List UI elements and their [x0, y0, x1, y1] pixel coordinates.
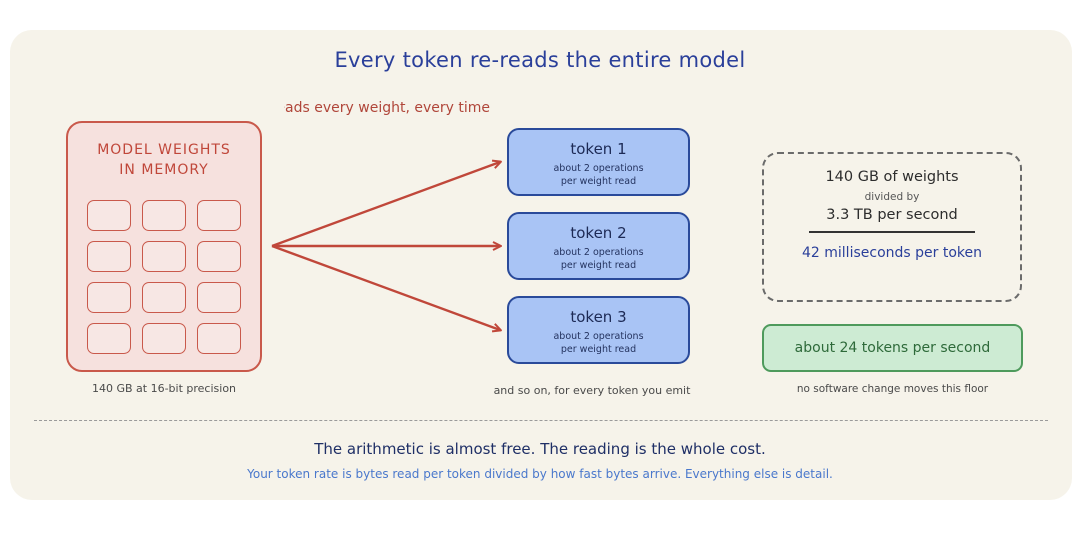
- weight-cell: [197, 323, 241, 354]
- weight-cell: [142, 323, 186, 354]
- model-weights-title: MODEL WEIGHTS IN MEMORY: [97, 142, 231, 178]
- tokens-caption-text: and so on, for every token you emit: [493, 384, 691, 397]
- weight-cell: [87, 241, 131, 272]
- token-detail: about 2 operations per weight read: [553, 163, 644, 187]
- arrow-to-token-1: [271, 159, 502, 248]
- token-name: token 1: [570, 140, 627, 158]
- token-name: token 3: [570, 308, 627, 326]
- footer-detail: Your token rate is bytes read per token …: [247, 467, 833, 481]
- arrow-annotation: reads every weight, every time: [284, 100, 490, 116]
- calc-denominator: 3.3 TB per second: [826, 207, 958, 223]
- token-detail: about 2 operations per weight read: [553, 247, 644, 271]
- weight-cell: [197, 200, 241, 231]
- token-rate-box: about 24 tokens per second: [762, 324, 1023, 372]
- rate-caption: no software change moves this floor: [796, 383, 989, 395]
- footer-headline: The arithmetic is almost free. The readi…: [314, 440, 766, 458]
- weight-cell: [142, 200, 186, 231]
- diagram-title: Every token re-reads the entire model: [334, 48, 746, 72]
- token-name: token 2: [570, 224, 627, 242]
- token-detail: about 2 operations per weight read: [553, 331, 644, 355]
- token-box-2: token 2 about 2 operations per weight re…: [507, 212, 690, 280]
- footer-divider: [34, 420, 1048, 421]
- weight-cell: [142, 241, 186, 272]
- weight-cell: [87, 323, 131, 354]
- weight-cell: [87, 200, 131, 231]
- token-box-1: token 1 about 2 operations per weight re…: [507, 128, 690, 196]
- arrow-to-token-3: [271, 244, 502, 333]
- weight-cell: [87, 282, 131, 313]
- memory-caption: 140 GB at 16-bit precision: [91, 382, 237, 395]
- tokens-caption: and so on, for every token you emit: [492, 384, 698, 397]
- weight-cell: [142, 282, 186, 313]
- fraction-rule: [809, 231, 975, 233]
- weight-cell: [197, 282, 241, 313]
- calc-numerator: 140 GB of weights: [825, 169, 959, 185]
- calc-operator: divided by: [864, 191, 920, 203]
- weight-cell: [197, 241, 241, 272]
- calculation-box: 140 GB of weights divided by 3.3 TB per …: [762, 152, 1022, 302]
- calc-result: 42 milliseconds per token: [802, 244, 982, 261]
- token-box-3: token 3 about 2 operations per weight re…: [507, 296, 690, 364]
